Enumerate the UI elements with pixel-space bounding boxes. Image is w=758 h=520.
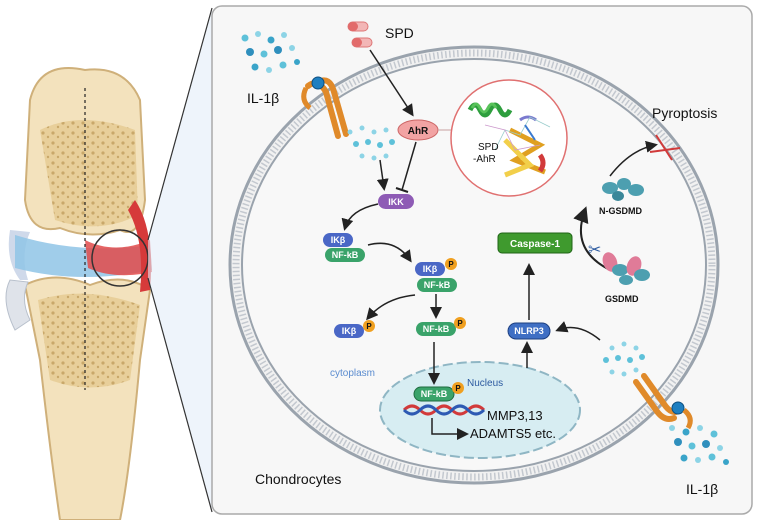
spd-ahr-structure: SPD -AhR — [450, 79, 568, 197]
nfkb-nucleus: NF-kB P — [413, 382, 464, 402]
spd-ahr-label-line1: SPD — [478, 142, 499, 153]
ikb-label-3: IKβ — [342, 326, 357, 336]
genes-label-line2: ADAMTS5 etc. — [470, 426, 556, 441]
il1b-receptor-bottom — [633, 373, 693, 430]
nfkb-phosphorylated: NF-kB P — [416, 317, 466, 336]
nlrp3-node: NLRP3 — [507, 322, 551, 340]
nucleus-label: Nucleus — [467, 378, 503, 389]
il1b-cluster-top — [241, 31, 300, 73]
il1b-cluster-bottom — [669, 425, 729, 465]
scissors-icon: ✂ — [588, 240, 601, 259]
nucleus — [379, 361, 581, 459]
arrow-transcription — [431, 418, 469, 440]
pyroptosis-label: Pyroptosis — [652, 105, 717, 121]
spd-ahr-label-line2: -AhR — [473, 154, 496, 165]
dna-helix — [402, 404, 486, 416]
arrow-to-pyroptosis — [609, 140, 658, 177]
arrow-gsdmd-cleavage — [573, 206, 611, 271]
arrow-to-ikb-p — [366, 294, 416, 321]
phospho-badge-1: P — [448, 260, 454, 269]
il1b-label-bottom: IL-1β — [686, 481, 718, 497]
il1b-cluster-inside-bottom — [603, 341, 645, 377]
cytoplasm-label: cytoplasm — [330, 368, 375, 379]
nfkb-label-3: NF-kB — [423, 324, 450, 334]
n-gsdmd-label: N-GSDMD — [599, 206, 642, 216]
ikk-label: IKK — [388, 197, 404, 207]
caspase-1-label: Caspase-1 — [510, 239, 560, 250]
ikb-nfkb-complex-1: IKβ NF-kB — [323, 233, 365, 262]
arrow-spd-to-ahr — [369, 49, 414, 117]
spd-label: SPD — [385, 25, 414, 41]
ikb-label-1: IKβ — [331, 235, 346, 245]
gsdmd-label: GSDMD — [605, 294, 639, 304]
il1b-cluster-inside — [347, 125, 395, 161]
ikb-phosphorylated: IKβ P — [334, 320, 375, 338]
zoom-connector — [148, 8, 212, 512]
arrow-complex-phosphorylation — [367, 242, 412, 263]
phospho-badge-4: P — [455, 384, 461, 393]
arrow-ikk-to-complex — [341, 203, 379, 231]
nfkb-label-1: NF-kB — [332, 250, 359, 260]
caspase-1-node: Caspase-1 — [497, 232, 573, 254]
nlrp3-label: NLRP3 — [514, 326, 544, 336]
nfkb-label-2: NF-kB — [424, 280, 451, 290]
il1b-receptor-top — [301, 76, 349, 139]
ikb-label-2: IKβ — [423, 264, 438, 274]
cell-membrane — [228, 45, 720, 485]
inhibit-ahr-to-ikk — [401, 141, 417, 191]
ikb-nfkb-complex-2: IKβ P NF-kB — [415, 258, 457, 292]
spd-pills — [347, 21, 373, 48]
arrow-il1b-to-ikk — [376, 159, 389, 191]
genes-label-line1: MMP3,13 — [487, 408, 543, 423]
gsdmd-protein — [602, 252, 650, 285]
phospho-badge-2: P — [366, 322, 372, 331]
nfkb-nucleus-label: NF-kB — [421, 389, 448, 399]
ahr-label: AhR — [408, 126, 429, 137]
ahr-node: AhR — [397, 119, 439, 141]
phospho-badge-3: P — [457, 319, 463, 328]
ikk-node: IKK — [378, 194, 414, 209]
chondrocytes-label: Chondrocytes — [255, 471, 341, 487]
arrow-il1b-to-nlrp3 — [555, 321, 601, 341]
membrane-pore-icon — [649, 134, 681, 161]
n-gsdmd-protein — [602, 178, 644, 201]
il1b-label-top: IL-1β — [247, 90, 279, 106]
knee-joint-illustration — [5, 67, 152, 520]
